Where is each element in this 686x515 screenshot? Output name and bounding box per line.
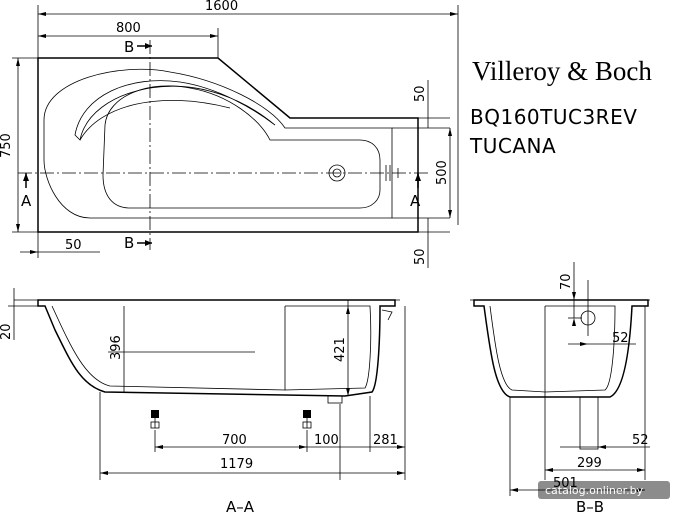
title-block: Villeroy & Boch BQ160TUC3REV TUCANA [469,56,652,158]
section-b-bottom-label: B [124,234,134,252]
section-aa-label: A–A [226,498,255,515]
dim-drain-offset: 52 [632,433,649,448]
dim-overflow-offset: 52 [612,331,629,346]
backrest-curve [74,80,276,141]
bath-outer-rim [37,57,419,233]
dim-total-width-bb: 501 [553,476,578,491]
dim-depth-deep: 421 [333,337,348,362]
section-bb-label: B–B [576,498,604,515]
top-view: 1600 800 B B A [0,0,459,268]
section-aa-profile [37,299,396,397]
brand-logo: Villeroy & Boch [472,56,652,86]
dim-total-width: 750 [0,133,14,158]
section-aa-view: 20 396 421 700 100 281 1179 A–A [0,288,406,515]
dim-rim-thickness: 20 [0,323,14,340]
watermark: catalog.onliner.by [538,481,670,499]
section-a-left-label: A [21,192,32,210]
section-bb-view: 70 52 52 299 501 B–B [470,262,650,515]
dim-overflow-height: 70 [559,273,574,290]
dim-rim-top: 50 [413,85,428,102]
model-name: TUCANA [469,134,556,158]
dim-feet-base: 1179 [220,457,253,472]
dim-shower-zone: 800 [116,21,141,36]
overflow-icon [385,165,391,181]
drain-pipe [579,396,599,450]
bath-inner-rim [43,68,393,219]
section-b-top-label: B [124,38,134,56]
dim-inner-width: 500 [435,160,450,185]
dim-end-offset: 281 [373,433,398,448]
dim-foot-offset: 100 [314,433,339,448]
dim-left-offset: 50 [65,238,82,253]
dim-feet-spacing: 700 [222,433,247,448]
foot-right-icon [302,410,312,429]
section-a-right-label: A [410,192,421,210]
dim-foot-width: 299 [577,456,602,471]
section-bb-profile [473,299,649,398]
dim-total-length: 1600 [205,0,238,14]
dim-rim-bottom: 50 [413,248,428,265]
watermark-text: catalog.onliner.by [545,484,644,497]
model-code: BQ160TUC3REV [470,105,637,129]
bath-basin [102,85,381,209]
foot-left-icon [150,410,160,429]
dim-depth-shallow: 396 [109,335,124,360]
